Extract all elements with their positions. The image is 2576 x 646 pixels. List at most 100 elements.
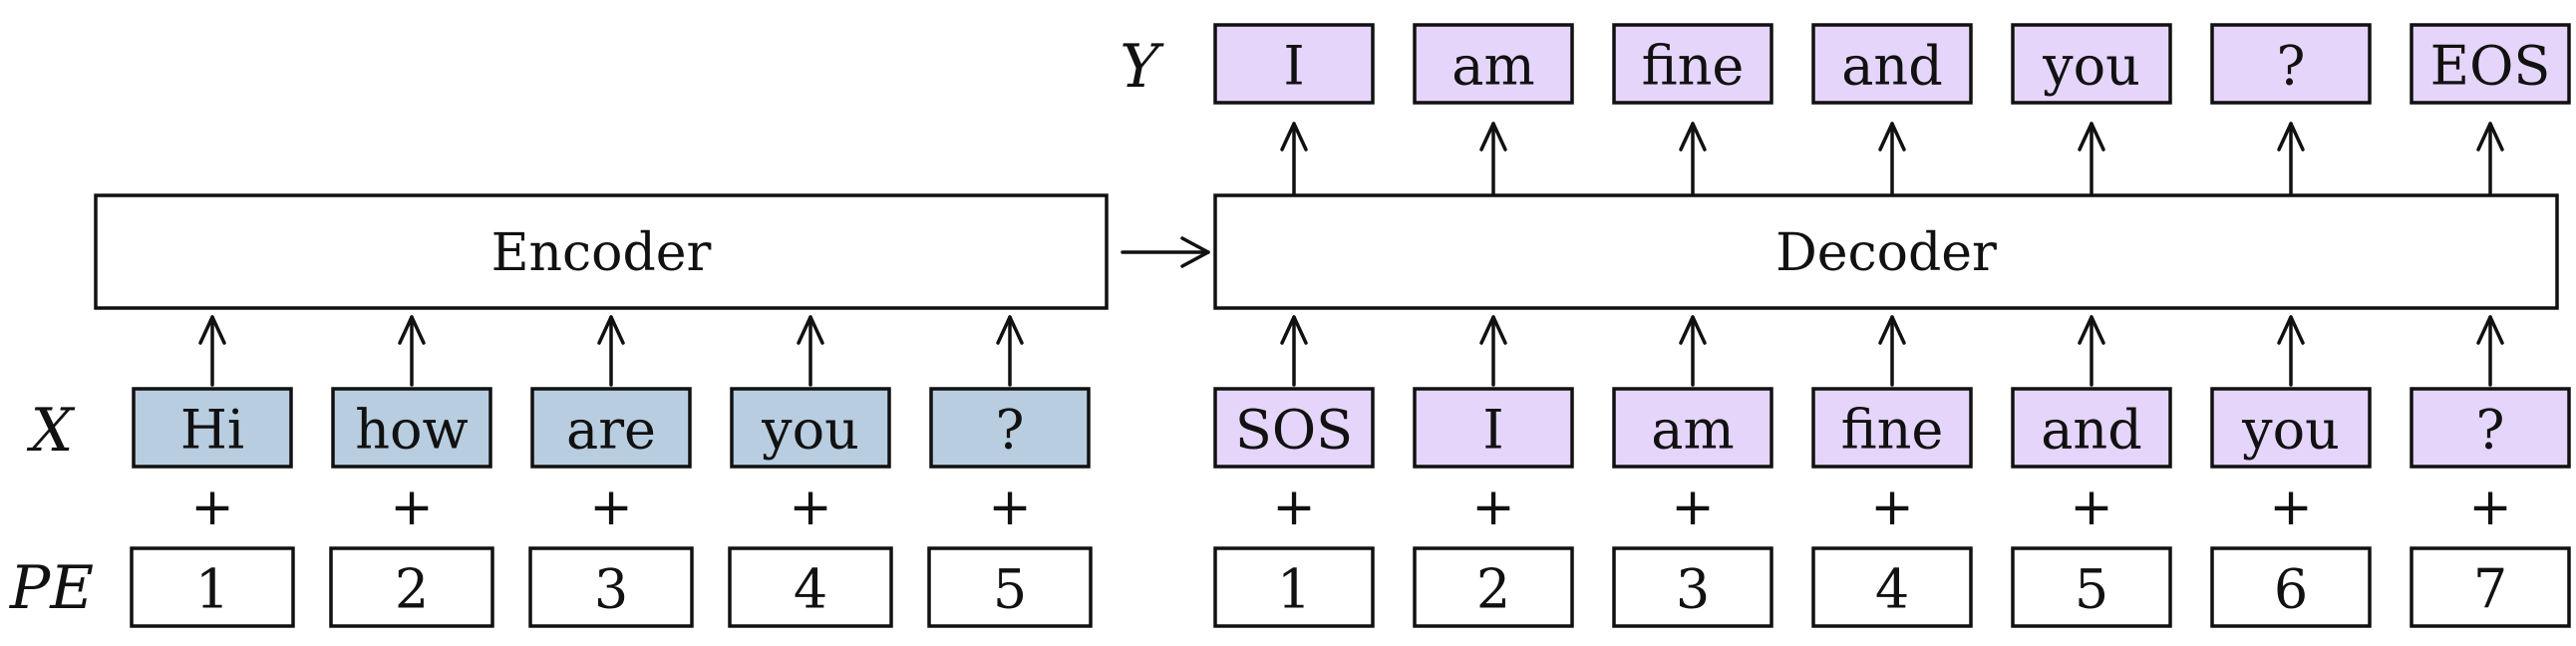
decoder-input-token-box: you [2210,387,2372,469]
decoder-input-token-box: fine [1811,387,1973,469]
output-token-box: ? [2210,23,2372,105]
decoder-input-token-box: and [2011,387,2172,469]
decoder-output-arrow [1479,122,1507,195]
position-box-text: 7 [2473,558,2507,621]
decoder-input-token-box-text: SOS [1235,399,1353,462]
decoder-input-arrow [2078,315,2105,387]
decoder-input-arrow [2476,315,2504,387]
encoder-to-decoder-arrow [1121,236,1210,268]
position-box-text: 3 [594,558,628,621]
position-box-text: 1 [1277,558,1311,621]
position-box: 1 [1213,546,1375,628]
position-box: 7 [2410,546,2571,628]
decoder-input-arrow [1280,315,1308,387]
decoder-output-arrow [2078,122,2105,195]
output-token-box: am [1413,23,1574,105]
position-box-text: 1 [195,558,229,621]
decoder-input-token-box: SOS [1213,387,1375,469]
plus-sign: + [1671,478,1715,537]
position-box: 4 [1811,546,1973,628]
decoder-input-arrow [1878,315,1906,387]
output-token-box-text: and [1841,35,1943,98]
input-token-box-text: how [355,399,469,462]
decoder-output-arrow [1280,122,1308,195]
encoder-block: Encoder [94,193,1109,310]
input-token-box-text: Hi [180,399,244,462]
input-token-box-text: you [761,399,859,462]
encoder-input-arrow [198,315,226,387]
y-row-label: Y [1120,32,1164,102]
input-token-box: you [730,387,891,469]
decoder-input-token-box-text: you [2241,399,2340,462]
position-box-text: 2 [1476,558,1510,621]
position-box: 4 [728,546,893,628]
input-token-box: ? [929,387,1091,469]
position-box: 6 [2210,546,2372,628]
plus-sign: + [190,478,234,537]
position-box: 2 [1413,546,1574,628]
decoder-input-token-box-text: fine [1841,399,1944,462]
output-token-box-text: I [1283,35,1304,98]
output-token-box-text: you [2042,35,2140,98]
plus-sign: + [789,478,832,537]
output-token-box-text: am [1451,35,1534,98]
decoder-output-arrow [2277,122,2305,195]
decoder-input-token-box-text: I [1482,399,1503,462]
plus-sign: + [589,478,633,537]
position-box: 3 [1612,546,1773,628]
output-token-box-text: EOS [2430,35,2551,98]
plus-sign: + [988,478,1032,537]
encoder-input-arrow [398,315,426,387]
position-box: 1 [130,546,295,628]
encoder-input-arrow [597,315,625,387]
position-box-text: 3 [1676,558,1710,621]
output-token-box: and [1811,23,1973,105]
encoder-side: Hi +1 how +2 are +3 you +4? +5 [130,315,1093,628]
output-token-box-text: fine [1642,35,1745,98]
position-box-text: 5 [2075,558,2108,621]
input-token-box-text: ? [996,399,1025,462]
decoder-output-arrow [2476,122,2504,195]
plus-sign: + [390,478,434,537]
encoder-input-arrow [996,315,1024,387]
decoder-label: Decoder [1775,223,1997,283]
decoder-block: Decoder [1213,193,2559,310]
position-box-text: 2 [395,558,429,621]
plus-sign: + [2468,478,2512,537]
input-token-box: Hi [132,387,293,469]
input-token-box: are [530,387,692,469]
output-token-box: fine [1612,23,1773,105]
decoder-input-token-box: ? [2410,387,2571,469]
position-box: 5 [927,546,1093,628]
plus-sign: + [2070,478,2113,537]
position-box-text: 4 [1875,558,1909,621]
position-box: 3 [528,546,694,628]
output-token-box: you [2011,23,2172,105]
decoder-input-arrow [1479,315,1507,387]
input-token-box-text: are [566,399,656,462]
plus-sign: + [1272,478,1316,537]
encoder-label: Encoder [491,223,712,283]
x-row-label: X [27,396,76,466]
output-token-box: I [1213,23,1375,105]
decoder-input-token-box-text: and [2041,399,2142,462]
decoder-input-token-box-text: am [1651,399,1734,462]
output-token-box: EOS [2410,23,2571,105]
encoder-input-arrow [797,315,824,387]
decoder-input-arrow [2277,315,2305,387]
plus-sign: + [2269,478,2313,537]
plus-sign: + [1471,478,1515,537]
plus-sign: + [1870,478,1914,537]
position-box-text: 4 [794,558,827,621]
position-box: 2 [329,546,494,628]
pe-row-label: PE [9,553,94,623]
input-token-box: how [331,387,492,469]
position-box-text: 5 [993,558,1027,621]
decoder-input-token-box-text: ? [2476,399,2505,462]
output-token-box-text: ? [2277,35,2306,98]
decoder-input-token-box: am [1612,387,1773,469]
decoder-output-arrow [1878,122,1906,195]
position-box: 5 [2011,546,2172,628]
